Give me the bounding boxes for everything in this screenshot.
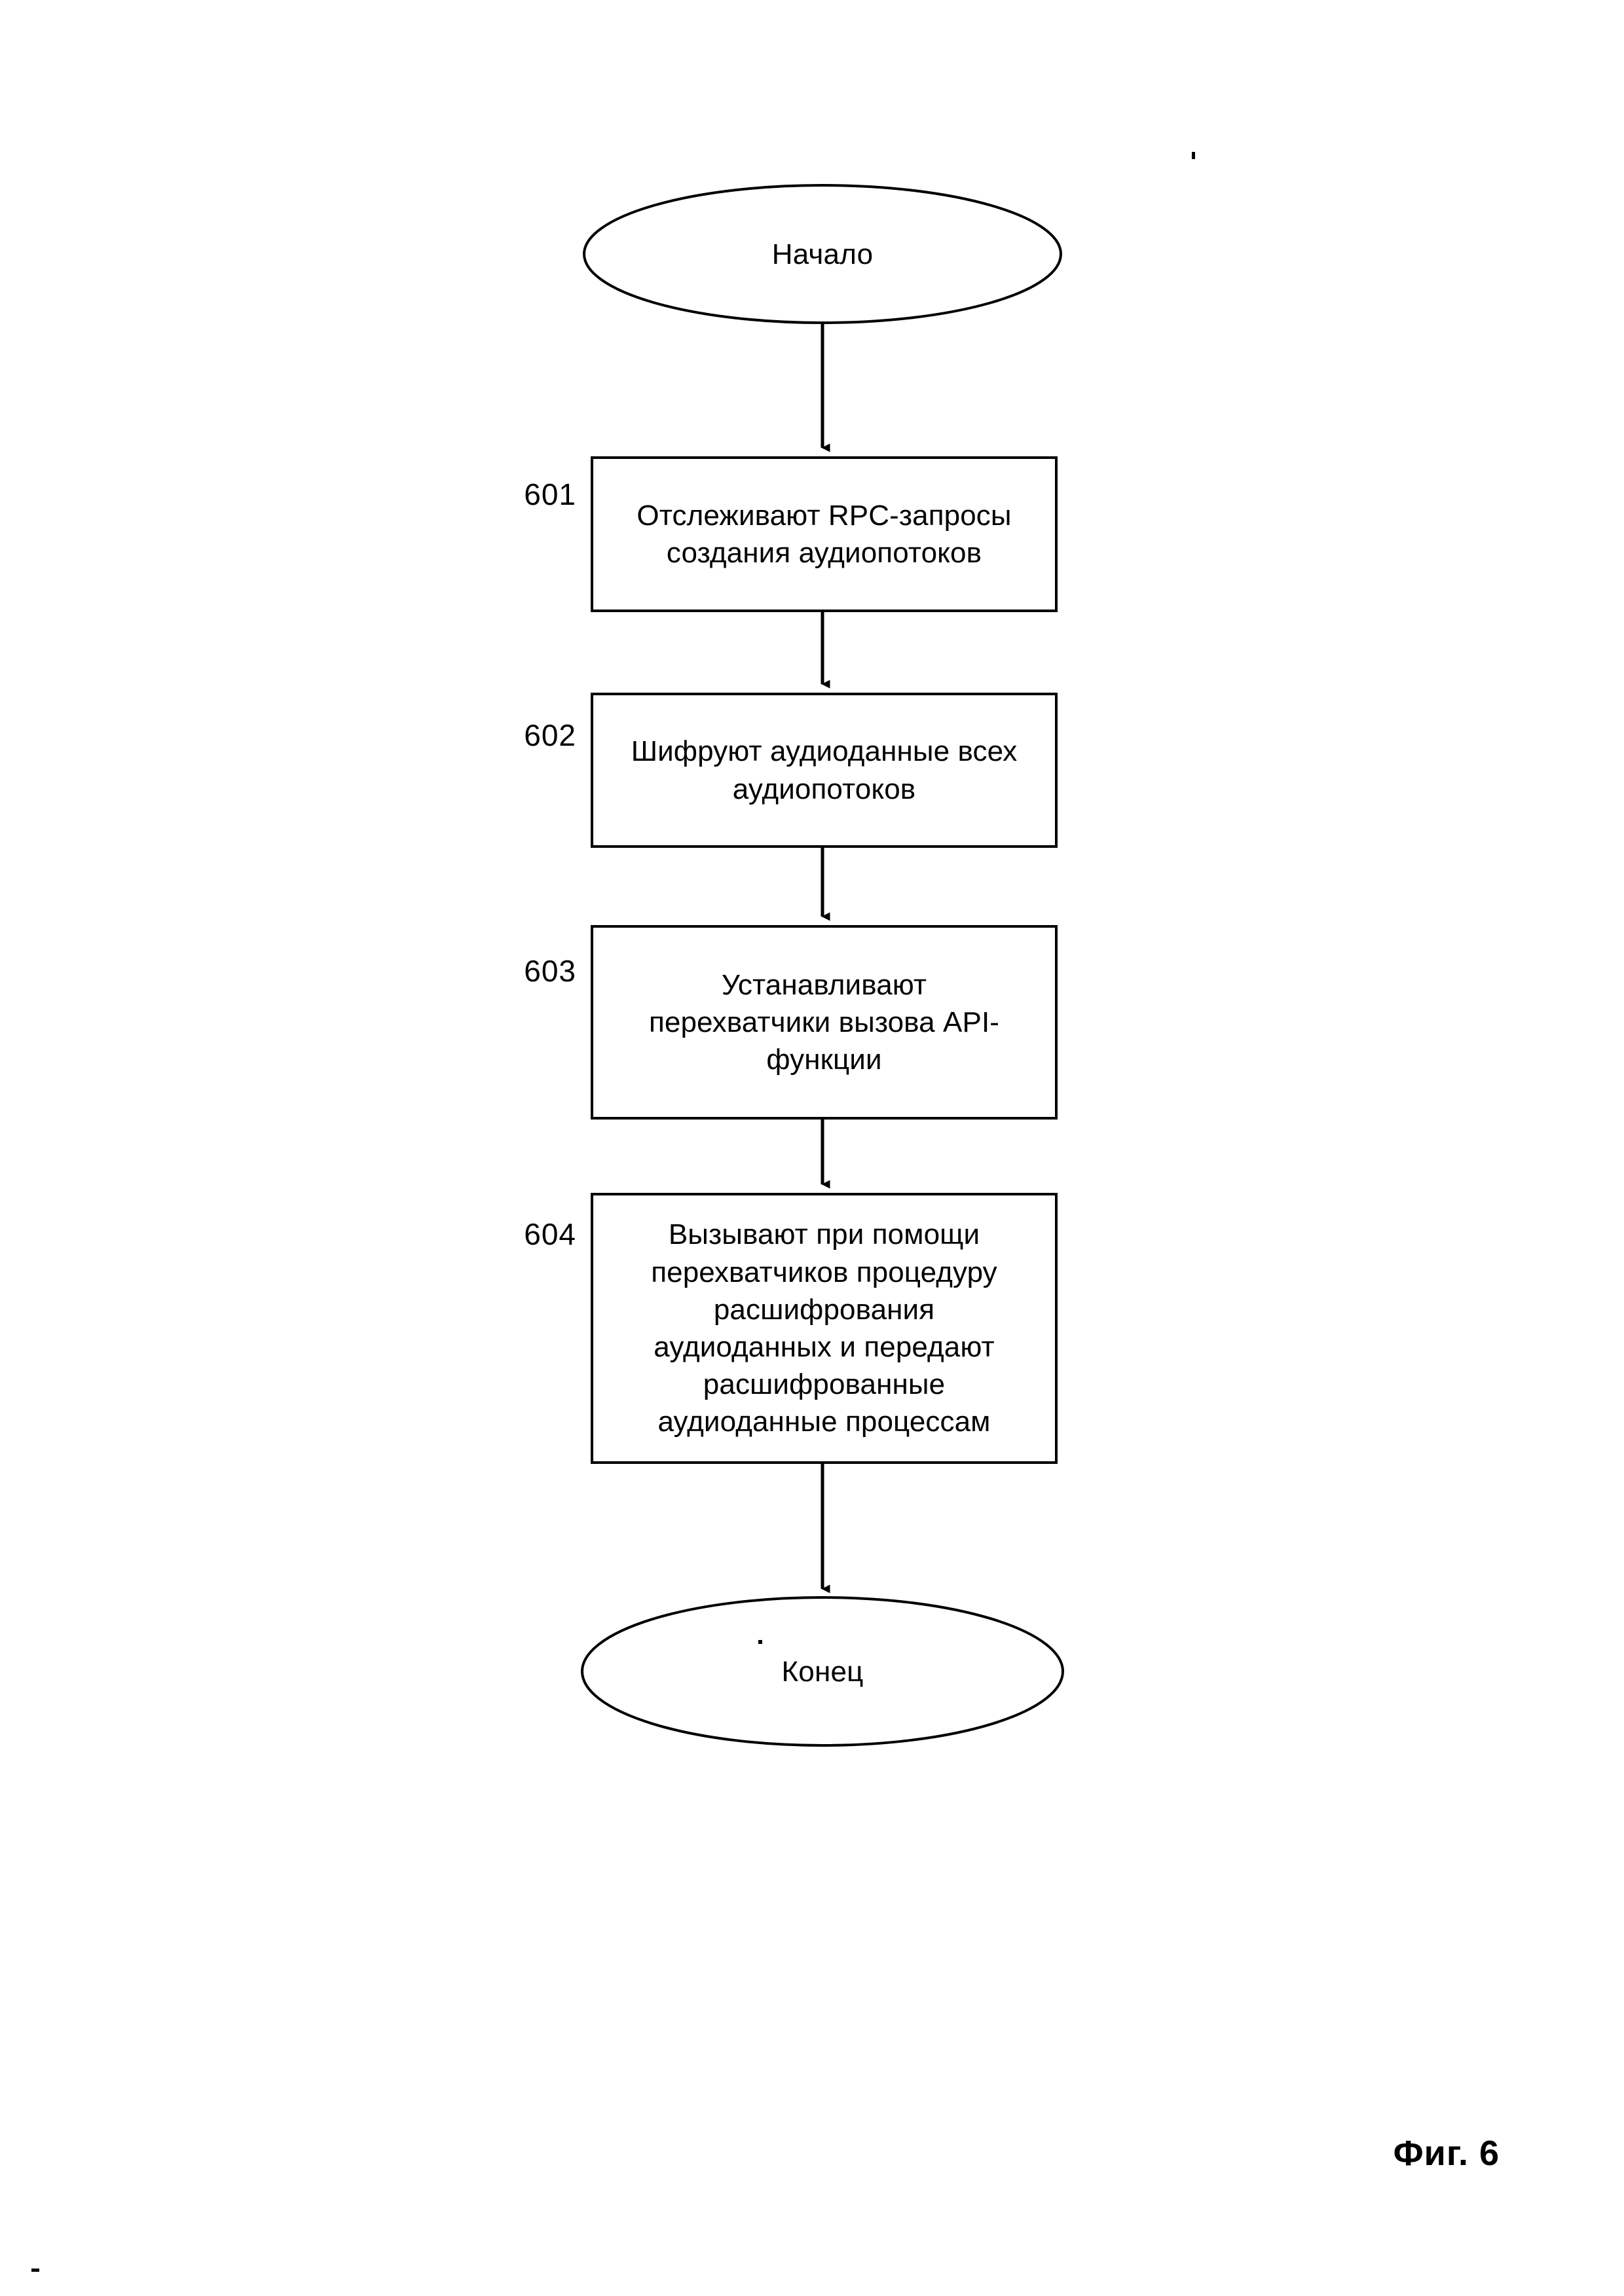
step-number-601: 601 (524, 477, 576, 511)
scan-artifact-dot (758, 1640, 762, 1644)
scan-artifact-dot (31, 2269, 39, 2272)
figure-caption: Фиг. 6 (1393, 2134, 1500, 2173)
step-number-604: 604 (524, 1217, 576, 1251)
process-box-602: Шифруют аудиоданные всех аудиопотоков (591, 693, 1058, 848)
end-terminator-label: Конец (781, 1655, 864, 1688)
end-terminator: Конец (582, 1597, 1063, 1745)
step-number-602: 602 (524, 718, 576, 752)
step-number-603: 603 (524, 954, 576, 988)
process-box-603-text: Устанавливают перехватчики вызова API- ф… (648, 968, 1000, 1076)
process-box-602-text: Шифруют аудиоданные всех аудиопотоков (631, 735, 1018, 805)
start-terminator: Начало (584, 185, 1061, 323)
process-box-601: Отслеживают RPC-запросы создания аудиопо… (591, 456, 1058, 612)
process-box-604: Вызывают при помощи перехватчиков процед… (591, 1193, 1058, 1464)
process-box-603: Устанавливают перехватчики вызова API- ф… (591, 925, 1058, 1120)
process-box-604-text: Вызывают при помощи перехватчиков процед… (651, 1218, 997, 1438)
process-box-601-text: Отслеживают RPC-запросы создания аудиопо… (637, 499, 1012, 569)
scan-artifact-dot (1192, 152, 1195, 159)
start-terminator-label: Начало (771, 238, 874, 270)
